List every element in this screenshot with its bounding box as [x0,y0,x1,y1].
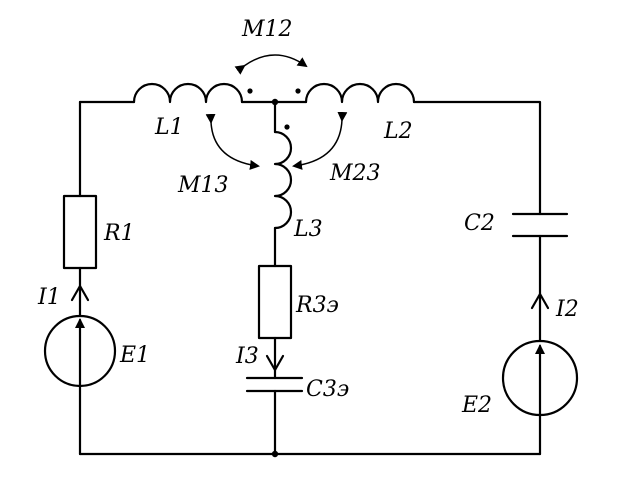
label-c2: C2 [464,211,495,236]
label-l2: L2 [383,119,413,144]
polarity-dot-l3 [284,124,290,130]
inductor-l1 [132,82,244,104]
junction-top [271,98,279,106]
label-e1: E1 [119,343,150,368]
label-e2: E2 [461,393,492,418]
label-m23: M23 [329,161,381,186]
inductor-l2 [304,82,416,104]
label-l3: L3 [293,217,323,242]
mutual-m12-arrow [234,54,308,75]
polarity-dot-l2 [295,88,301,94]
resistor-r1 [62,194,98,270]
label-l1: L1 [154,115,184,140]
label-i3: I3 [235,344,259,369]
current-i3-arrow [265,354,285,372]
label-m13: M13 [177,173,229,198]
label-r1: R1 [103,221,135,246]
inductor-l3 [273,130,293,230]
label-r3: R3э [295,293,339,318]
junction-bottom [271,450,279,458]
right-wire-top [412,100,542,216]
label-i1: I1 [37,285,61,310]
resistor-r3 [257,264,293,340]
current-i2-arrow [530,292,550,310]
mutual-m23-arrow [292,111,348,170]
current-i1-arrow [70,284,90,302]
label-i2: I2 [555,297,579,322]
label-c3: C3э [306,377,349,402]
polarity-dot-l1 [247,88,253,94]
mutual-m13-arrow [205,113,260,170]
label-m12: M12 [241,17,293,42]
